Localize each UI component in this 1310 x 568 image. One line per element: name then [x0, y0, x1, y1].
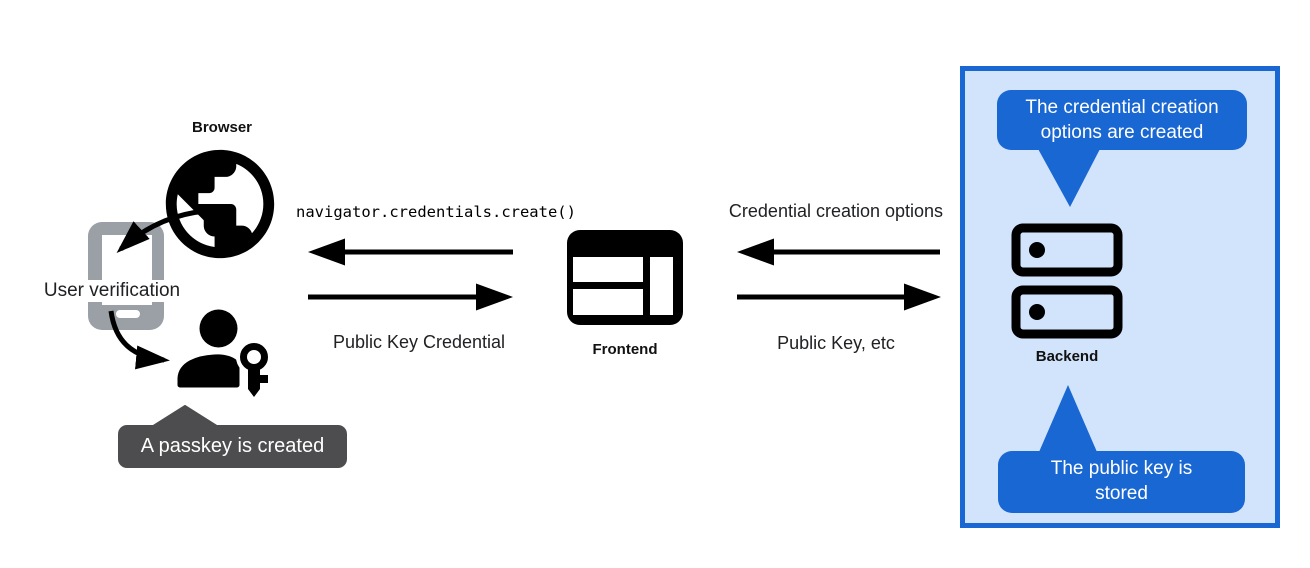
- top-callout-tail: [1037, 147, 1101, 207]
- credential-creation-options-label: Credential creation options: [728, 201, 944, 221]
- callout-line: options are created: [1040, 122, 1204, 143]
- credential-options-created-callout: The credential creation options are crea…: [997, 90, 1247, 150]
- public-key-etc-label: Public Key, etc: [777, 333, 895, 353]
- public-key-credential-label: Public Key Credential: [332, 332, 506, 352]
- smartphone-icon: [88, 222, 164, 330]
- arrow-credential-creation-options: [737, 238, 940, 266]
- public-key-stored-callout: The public key is stored: [998, 451, 1245, 513]
- callout-line: The credential creation: [1025, 97, 1219, 118]
- user-verification-label: User verification: [28, 280, 196, 302]
- globe-icon: [165, 149, 275, 259]
- browser-label: Browser: [191, 119, 253, 136]
- browser-window-icon: [567, 230, 683, 325]
- navigator-create-label: navigator.credentials.create(): [296, 203, 576, 221]
- frontend-label: Frontend: [592, 341, 658, 358]
- backend-label: Backend: [1035, 348, 1099, 365]
- callout-line: stored: [1095, 483, 1148, 504]
- passkey-callout-tail: [150, 405, 220, 428]
- arrow-create-call: [308, 238, 513, 266]
- callout-line: The public key is: [1050, 458, 1193, 479]
- passkey-created-callout: A passkey is created: [118, 425, 347, 468]
- arrow-public-key-credential: [308, 283, 513, 311]
- bottom-callout-tail: [1039, 385, 1097, 452]
- person-with-key-icon: [177, 309, 272, 400]
- arrow-public-key-etc: [737, 283, 941, 311]
- server-stack-icon: [1011, 223, 1123, 339]
